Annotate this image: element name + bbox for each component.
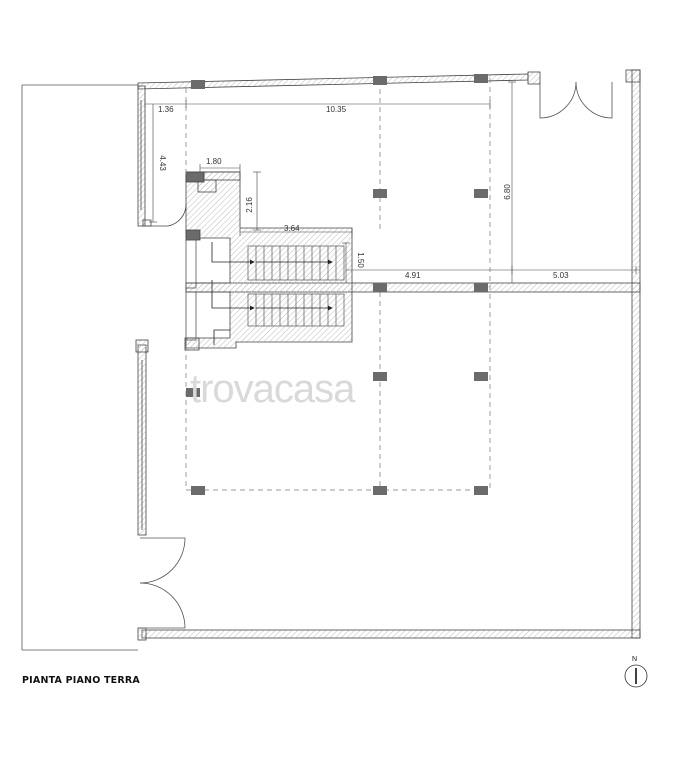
pillar bbox=[474, 372, 488, 381]
dashed-grid bbox=[185, 78, 491, 491]
dim-1-80: 1.80 bbox=[206, 157, 222, 166]
top-right-door bbox=[539, 81, 613, 119]
pillar bbox=[186, 388, 200, 397]
stair-flight bbox=[247, 245, 345, 281]
plan-title: PIANTA PIANO TERRA bbox=[22, 675, 140, 686]
dim-1-36: 1.36 bbox=[158, 105, 174, 114]
stair-core bbox=[184, 171, 353, 351]
site-boundary bbox=[21, 84, 138, 651]
lower-left-door bbox=[139, 537, 186, 629]
stair-flight bbox=[247, 293, 345, 327]
dim-5-03: 5.03 bbox=[553, 271, 569, 280]
pillar bbox=[474, 283, 488, 292]
left-wall-lower bbox=[135, 339, 149, 536]
pillar bbox=[191, 80, 205, 89]
dim-10-35: 10.35 bbox=[326, 105, 347, 114]
pillar bbox=[373, 283, 387, 292]
pillar bbox=[474, 189, 488, 198]
left-wall-upper bbox=[137, 85, 187, 227]
dim-3-64: 3.64 bbox=[284, 224, 300, 233]
dimension-labels: 1.36 10.35 4.43 1.80 2.16 3.64 1.50 4.91… bbox=[158, 105, 569, 280]
bottom-wall bbox=[137, 627, 641, 641]
pillar bbox=[474, 74, 488, 83]
dim-6-80: 6.80 bbox=[503, 184, 512, 200]
watermark: trovacasa bbox=[190, 367, 356, 411]
dim-4-91: 4.91 bbox=[405, 271, 421, 280]
dim-1-50: 1.50 bbox=[356, 252, 365, 268]
stair-treads bbox=[247, 245, 345, 327]
pillar bbox=[373, 372, 387, 381]
pillar bbox=[373, 189, 387, 198]
dim-2-16: 2.16 bbox=[245, 197, 254, 213]
pillar bbox=[474, 486, 488, 495]
dimension-lines bbox=[144, 81, 640, 283]
pillar bbox=[373, 486, 387, 495]
north-label: N bbox=[632, 656, 637, 663]
stair-arrows bbox=[211, 242, 333, 345]
dim-4-43: 4.43 bbox=[158, 155, 167, 171]
pillar bbox=[191, 486, 205, 495]
pillar bbox=[373, 76, 387, 85]
north-indicator: N bbox=[624, 656, 648, 688]
pillars bbox=[186, 74, 488, 495]
right-wall bbox=[625, 69, 641, 639]
